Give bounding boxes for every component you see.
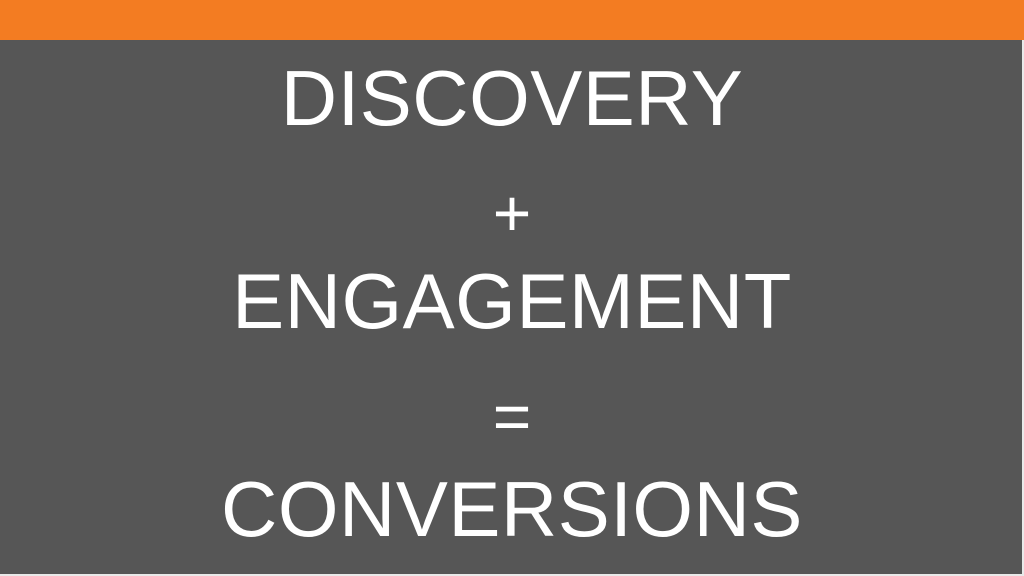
plus-sign: + bbox=[492, 176, 532, 250]
headline-discovery: DISCOVERY bbox=[280, 54, 744, 142]
equals-sign: = bbox=[492, 379, 532, 453]
slide-edge-bottom bbox=[0, 574, 1024, 576]
headline-engagement: ENGAGEMENT bbox=[232, 257, 792, 345]
headline-conversions: CONVERSIONS bbox=[221, 465, 803, 553]
accent-bar bbox=[0, 0, 1024, 40]
slide-edge-right bbox=[1022, 40, 1024, 576]
